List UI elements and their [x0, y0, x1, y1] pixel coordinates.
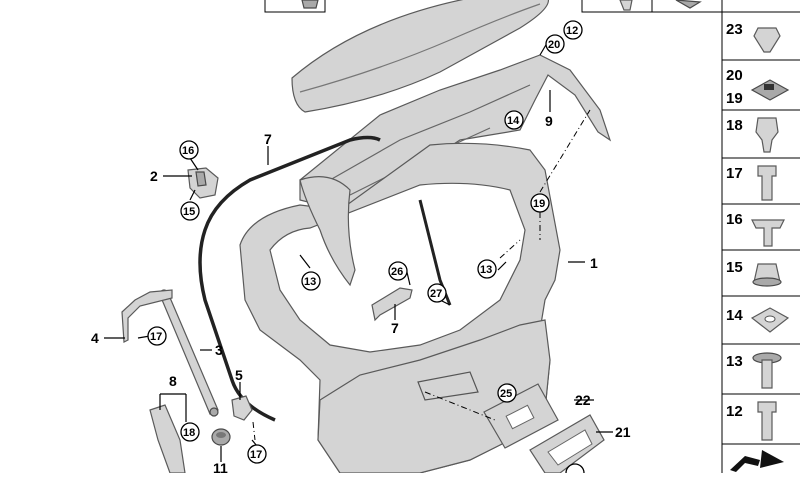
seal-part	[198, 135, 452, 422]
plate-part-22	[483, 383, 559, 449]
hinge-part	[187, 167, 219, 199]
svg-text:25: 25	[500, 388, 512, 400]
callout-13-left: 13	[301, 271, 321, 291]
frame-part-21	[529, 414, 605, 474]
svg-text:13: 13	[304, 276, 316, 288]
callout-13-right: 13	[477, 259, 497, 279]
svg-text:14: 14	[726, 307, 743, 324]
callout-12: 12	[563, 20, 583, 40]
sidebar-box-16: 16	[721, 203, 800, 251]
svg-text:20: 20	[726, 67, 743, 84]
callout-14: 14	[504, 110, 524, 130]
callout-17-bottom: 17	[247, 444, 267, 464]
label-9: 9	[545, 113, 553, 129]
label-22: 22	[575, 392, 591, 408]
top-cut-boxes	[264, 0, 723, 13]
svg-text:19: 19	[726, 90, 743, 107]
fastener-sidebar: 23 20 19 18 17 16 15	[721, 0, 800, 477]
bracket-part-4	[121, 289, 173, 343]
svg-text:13: 13	[480, 264, 492, 276]
tailgate-inner-frame	[239, 54, 612, 474]
svg-text:18: 18	[726, 117, 743, 134]
svg-text:13: 13	[726, 353, 743, 370]
bracket-part-7b	[371, 287, 413, 322]
bracket-part-8	[149, 404, 186, 474]
svg-text:17: 17	[250, 449, 262, 461]
svg-text:26: 26	[391, 266, 403, 278]
plug-part	[211, 428, 231, 446]
callout-15: 15	[180, 201, 200, 221]
label-7-top: 7	[264, 131, 272, 147]
label-5: 5	[235, 367, 243, 383]
label-8: 8	[169, 373, 177, 389]
label-21: 21	[615, 424, 631, 440]
part-labels: 1 2 3 4 5 7 7 8 9 11 21 22	[91, 113, 631, 476]
sidebar-box-17: 17	[721, 157, 800, 205]
svg-text:27: 27	[430, 288, 442, 300]
sidebar-box-18: 18	[721, 109, 800, 159]
svg-text:17: 17	[150, 331, 162, 343]
sidebar-box-14: 14	[721, 295, 800, 345]
sidebar-box-12: 12	[721, 393, 800, 445]
sidebar-box-15: 15	[721, 249, 800, 297]
svg-text:15: 15	[726, 259, 743, 276]
svg-text:20: 20	[548, 39, 560, 51]
callout-27: 27	[427, 283, 447, 303]
svg-text:23: 23	[726, 21, 743, 38]
svg-text:15: 15	[183, 206, 195, 218]
callout-26: 26	[388, 261, 408, 281]
sidebar-box-arrow	[721, 443, 800, 477]
bracket-part-5	[231, 395, 253, 421]
label-3: 3	[215, 342, 223, 358]
callout-25: 25	[497, 383, 517, 403]
svg-text:17: 17	[726, 165, 743, 182]
label-11: 11	[213, 460, 228, 473]
sidebar-box-23: 23	[721, 11, 800, 61]
callout-20: 20	[545, 34, 565, 54]
svg-text:16: 16	[182, 145, 194, 157]
svg-text:14: 14	[507, 115, 520, 127]
svg-text:19: 19	[533, 198, 545, 210]
svg-text:18: 18	[183, 427, 195, 439]
spoiler-part	[291, 0, 550, 113]
sidebar-box-13: 13	[721, 343, 800, 395]
label-4: 4	[91, 330, 99, 346]
label-7-bottom: 7	[391, 320, 399, 336]
sidebar-box-20-19: 20 19	[721, 59, 800, 111]
label-2: 2	[150, 168, 158, 184]
label-1: 1	[590, 255, 598, 271]
callout-19: 19	[530, 193, 550, 213]
callout-16: 16	[179, 140, 199, 160]
callout-18: 18	[180, 422, 200, 442]
svg-text:16: 16	[726, 211, 743, 228]
svg-text:12: 12	[726, 403, 743, 420]
svg-text:12: 12	[566, 25, 578, 37]
callout-17-left: 17	[147, 326, 167, 346]
